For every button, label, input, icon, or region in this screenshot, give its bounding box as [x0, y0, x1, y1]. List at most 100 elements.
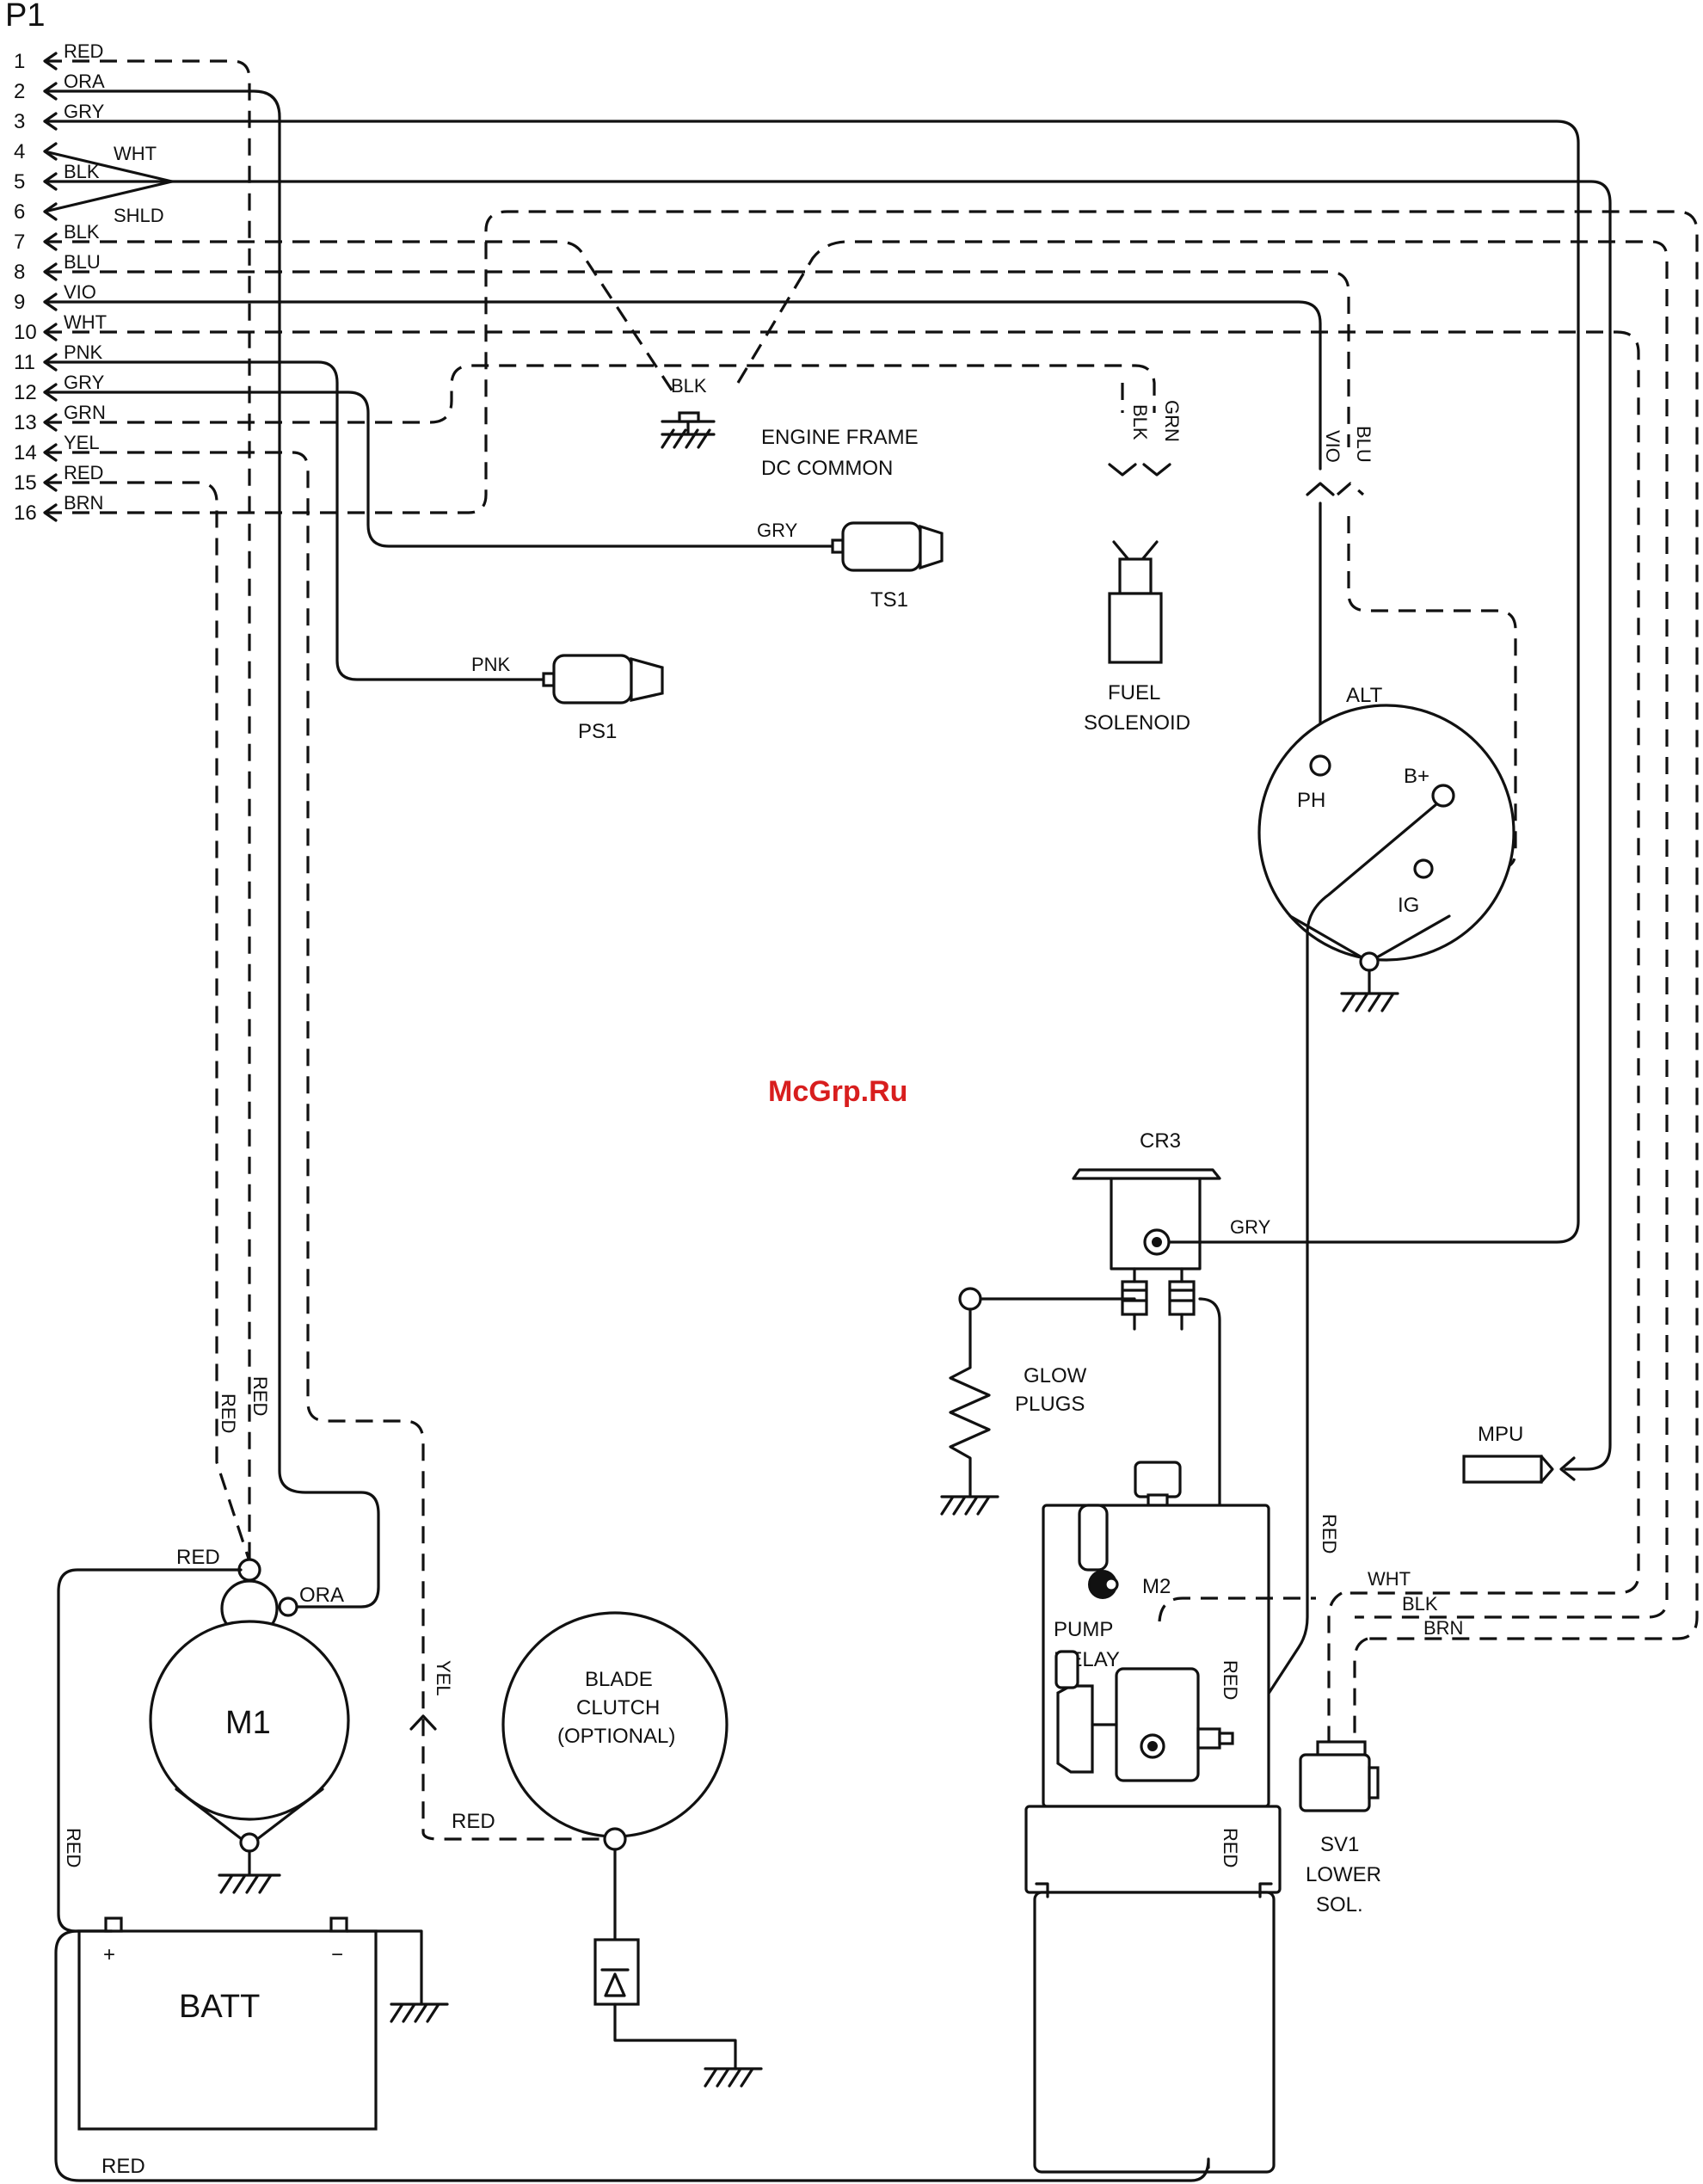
pin-wire-label: PNK — [64, 341, 103, 363]
pin-wire-label: BLK — [64, 221, 100, 243]
sv1-stem — [1368, 1766, 1380, 1799]
pin-wire-label: YEL — [64, 432, 100, 453]
fuel-body — [1108, 592, 1163, 664]
fuel-grn-label: GRN — [1161, 400, 1183, 442]
cr3-stud-detail — [1121, 1267, 1196, 1331]
pin-number: 9 — [14, 291, 25, 314]
glow-plugs: GLOW PLUGS — [940, 1287, 1087, 1516]
m1-red-side-label: RED — [63, 1828, 84, 1867]
pump-relay-boot — [1056, 1684, 1094, 1774]
shield-wht-label: WHT — [114, 143, 157, 164]
pump-reservoir-clamps — [1035, 1882, 1273, 1898]
sv1-label-line1: SV1 — [1320, 1833, 1359, 1856]
clutch-diode-icon — [600, 1968, 630, 1997]
alt-mount-hole — [1359, 951, 1380, 972]
m1-red-vlabel-2: RED — [218, 1393, 239, 1433]
glow-label-line2: PLUGS — [1015, 1393, 1085, 1416]
battery-red-bottom-label: RED — [101, 2155, 145, 2178]
pump-relay-stud-end — [1218, 1732, 1234, 1745]
battery-minus-lead — [345, 1929, 423, 2006]
sv1-solenoid: WHT BLK BRN SV1 LOWER SOL. — [1299, 1568, 1463, 1916]
m1-starter: RED RED RED ORA M1 RED — [57, 1376, 350, 1933]
m1-red-label: RED — [176, 1546, 220, 1569]
pump-relay-stud — [1196, 1727, 1221, 1750]
pin-wire-label: GRY — [64, 372, 105, 393]
sv1-wht-label: WHT — [1368, 1568, 1411, 1590]
pin-wire-label: GRN — [64, 402, 106, 423]
pump-red-label-b: RED — [1319, 1514, 1340, 1553]
glow-resistor-icon — [949, 1307, 991, 1498]
sv1-body — [1299, 1753, 1371, 1812]
pump-cap — [1134, 1461, 1182, 1498]
fuel-connector-icon — [1108, 463, 1171, 477]
pin-wire-label: VIO — [64, 281, 96, 303]
ts1-body — [841, 521, 922, 572]
wire-pin8-blu-a — [45, 270, 1350, 447]
m1-ora-terminal — [278, 1596, 298, 1617]
ts1-sensor: GRY TS1 — [757, 520, 944, 612]
m2-label: M2 — [1142, 1575, 1171, 1598]
cr3-body — [1110, 1177, 1202, 1270]
pin-number: 6 — [14, 200, 25, 224]
ts1-label: TS1 — [870, 588, 908, 612]
ground-label-line2: DC COMMON — [761, 457, 893, 480]
fuel-plunger — [1118, 557, 1153, 595]
wire-batt-red-bottom — [54, 1929, 1210, 2182]
sv1-brn-label: BRN — [1423, 1617, 1463, 1639]
pump-red-label-a: RED — [1220, 1660, 1241, 1700]
pin-wire-label: BLK — [64, 161, 100, 182]
pump-cap-bolt — [1147, 1493, 1169, 1507]
clutch-red-label: RED — [452, 1810, 495, 1833]
alt-label: ALT — [1346, 684, 1383, 707]
clutch-label-line3: (OPTIONAL) — [557, 1725, 675, 1748]
pump-relay-body — [1115, 1667, 1200, 1782]
wire-pin10-wht — [45, 330, 1640, 1595]
wire-pin11-pnk — [43, 360, 545, 681]
battery-plus-post — [104, 1916, 123, 1933]
pin-wire-label: ORA — [64, 71, 105, 92]
cr3-flange — [1072, 1168, 1221, 1180]
sv1-label-line3: SOL. — [1316, 1893, 1363, 1916]
wire-m1-batt-red — [57, 1568, 243, 1933]
alt-ph-terminal — [1309, 754, 1331, 777]
battery: + − BATT RED — [54, 1916, 1210, 2182]
ps1-wire-label: PNK — [471, 654, 511, 675]
ground-lug — [678, 411, 700, 423]
pin-wire-label: RED — [64, 40, 103, 62]
ps1-sensor: PNK PS1 — [471, 654, 664, 743]
pin-number: 10 — [14, 321, 37, 344]
mpu-body — [1462, 1455, 1543, 1484]
mpu-connector-icon — [1559, 1456, 1576, 1481]
wire-sv1-wht-drop — [1327, 1591, 1343, 1746]
wire-pin9-vio-a — [43, 300, 1322, 471]
alt-ground-icon — [1340, 969, 1399, 1012]
cr3-gry-label: GRY — [1230, 1216, 1271, 1238]
clutch-yel-label: YEL — [433, 1660, 454, 1696]
pin-number: 15 — [14, 471, 37, 495]
pin-number: 7 — [14, 231, 25, 254]
ts1-tip — [919, 524, 944, 570]
wire-pin16-brn — [45, 210, 1699, 1640]
pin-number: 5 — [14, 170, 25, 194]
sv1-blk-label: BLK — [1402, 1593, 1438, 1615]
pin-number: 2 — [14, 80, 25, 103]
alt-bplus-terminal — [1431, 784, 1455, 808]
engine-frame-ground: BLK ENGINE FRAME DC COMMON — [661, 375, 919, 480]
pump-relay-boot-top — [1054, 1650, 1079, 1689]
wire-pin5-blk — [170, 180, 1612, 1471]
wire-pin2-ora — [43, 89, 380, 1609]
clutch-ground-lead — [613, 2003, 737, 2070]
ps1-terminal — [542, 672, 556, 687]
m1-label: M1 — [225, 1705, 271, 1741]
ps1-body — [552, 654, 633, 704]
wire-pin1-red — [45, 59, 251, 1566]
pin-number: 8 — [14, 261, 25, 284]
glow-terminal — [958, 1287, 982, 1311]
ps1-label: PS1 — [578, 720, 617, 743]
ts1-wire-label: GRY — [757, 520, 798, 541]
clutch-diode-box — [593, 1938, 640, 2006]
clutch-connector-icon — [409, 1714, 437, 1731]
harness-wires — [43, 59, 1699, 1841]
pin-number: 4 — [14, 140, 25, 163]
